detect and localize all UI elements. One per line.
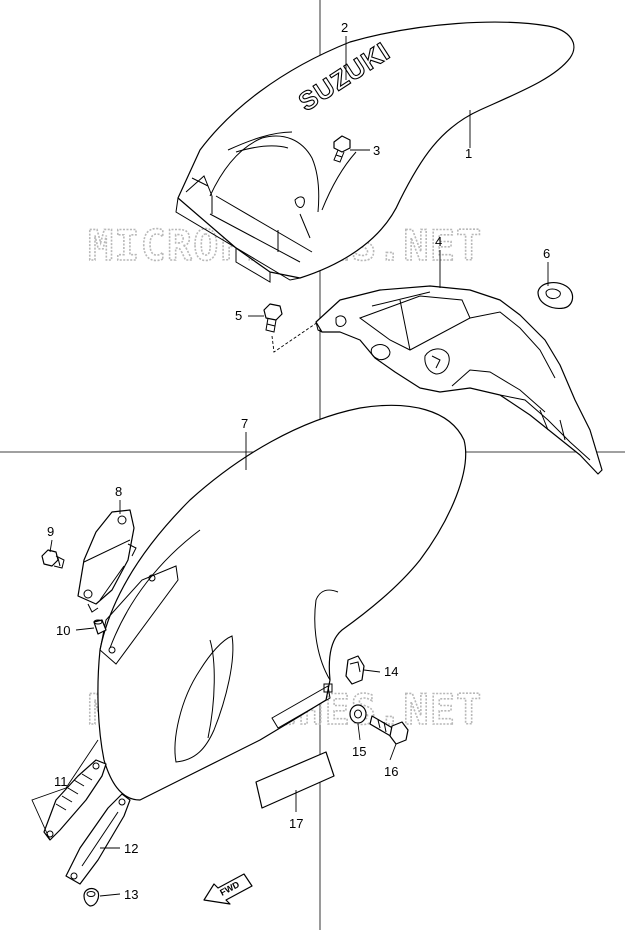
leader-lines — [31, 36, 549, 897]
callout-16: 16 — [384, 764, 398, 779]
callout-7: 7 — [241, 416, 248, 431]
callout-13: 13 — [124, 887, 138, 902]
part-3-screw — [333, 135, 351, 163]
callout-6: 6 — [543, 246, 550, 261]
callout-1: 1 — [465, 146, 472, 161]
part-5-screw — [263, 303, 319, 353]
part-13-nut — [83, 887, 100, 907]
part-11-clamp — [43, 759, 107, 841]
part-16-bolt — [369, 715, 409, 745]
callout-15: 15 — [352, 744, 366, 759]
part-15-washer — [349, 704, 367, 724]
callout-10: 10 — [56, 623, 70, 638]
part-12-stay-plate — [65, 793, 131, 885]
part-4-rear-bracket — [315, 285, 603, 475]
callout-11: 11 — [54, 774, 68, 789]
callout-2: 2 — [341, 20, 348, 35]
part-10-collar — [93, 619, 107, 635]
callout-14: 14 — [384, 664, 398, 679]
callout-numbers: 1 2 3 4 5 6 7 8 9 10 11 12 13 14 15 16 1… — [47, 20, 550, 902]
part-6-grommet — [537, 282, 574, 309]
callout-4: 4 — [435, 234, 442, 249]
part-17-pad — [255, 751, 335, 809]
callout-8: 8 — [115, 484, 122, 499]
part-14-clip-nut — [345, 655, 365, 685]
callout-5: 5 — [235, 308, 242, 323]
part-9-bolt — [41, 549, 65, 569]
part-8-bracket — [77, 509, 137, 613]
callout-17: 17 — [289, 816, 303, 831]
callout-12: 12 — [124, 841, 138, 856]
callout-9: 9 — [47, 524, 54, 539]
part-7-front-fender — [97, 404, 467, 801]
fwd-arrow-badge: FWD — [203, 873, 253, 905]
callout-3: 3 — [373, 143, 380, 158]
